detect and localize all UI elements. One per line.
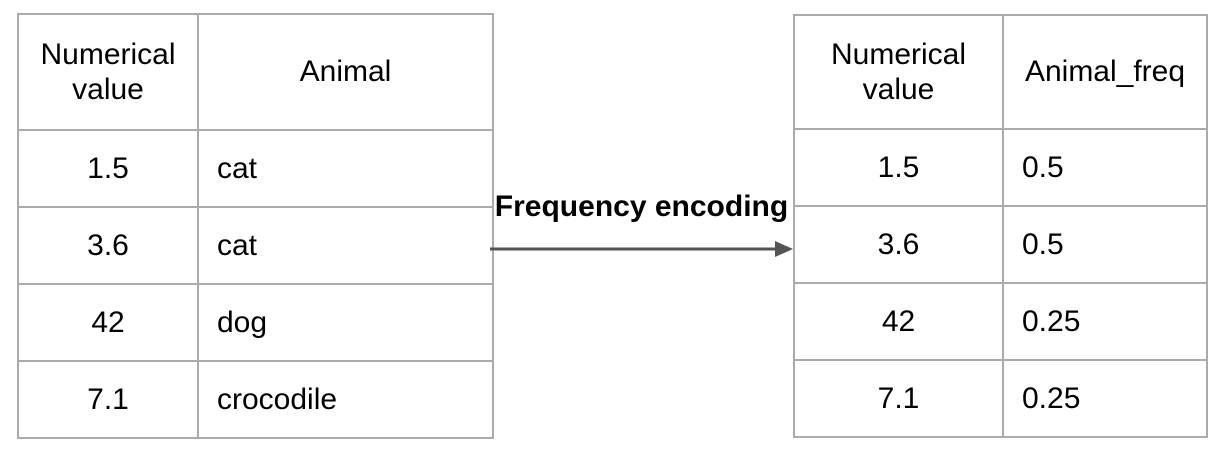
numerical-value-cell: 1.5 — [793, 128, 1004, 207]
table-row: 3.6 cat — [17, 206, 494, 285]
transformation-annotation: Frequency encoding — [490, 190, 793, 260]
numerical-value-cell: 42 — [17, 283, 199, 362]
table-row: 42 0.25 — [793, 282, 1208, 361]
numerical-value-cell: 3.6 — [793, 205, 1004, 284]
numerical-value-cell: 7.1 — [793, 359, 1004, 438]
table-row: 7.1 crocodile — [17, 360, 494, 439]
table-row: 1.5 0.5 — [793, 128, 1208, 207]
header-numerical-value: Numerical value — [793, 14, 1004, 130]
table-row: 1.5 cat — [17, 129, 494, 208]
animal-cell: dog — [197, 283, 494, 362]
animal-freq-cell: 0.25 — [1002, 282, 1208, 361]
table-header-row: Numerical value Animal — [17, 13, 494, 131]
animal-cell: cat — [197, 206, 494, 285]
header-numerical-value: Numerical value — [17, 13, 199, 131]
numerical-value-cell: 1.5 — [17, 129, 199, 208]
arrow-label: Frequency encoding — [494, 190, 789, 223]
table-row: 3.6 0.5 — [793, 205, 1208, 284]
animal-cell: cat — [197, 129, 494, 208]
animal-freq-cell: 0.25 — [1002, 359, 1208, 438]
header-animal: Animal — [197, 13, 494, 131]
animal-cell: crocodile — [197, 360, 494, 439]
numerical-value-cell: 42 — [793, 282, 1004, 361]
right-arrow-icon — [490, 241, 793, 257]
numerical-value-cell: 7.1 — [17, 360, 199, 439]
original-data-table: Numerical value Animal 1.5 cat 3.6 cat 4… — [17, 13, 494, 439]
table-row: 42 dog — [17, 283, 494, 362]
table-header-row: Numerical value Animal_freq — [793, 14, 1208, 130]
animal-freq-cell: 0.5 — [1002, 205, 1208, 284]
animal-freq-cell: 0.5 — [1002, 128, 1208, 207]
encoded-data-table: Numerical value Animal_freq 1.5 0.5 3.6 … — [793, 14, 1208, 438]
numerical-value-cell: 3.6 — [17, 206, 199, 285]
table-row: 7.1 0.25 — [793, 359, 1208, 438]
header-animal-freq: Animal_freq — [1002, 14, 1208, 130]
